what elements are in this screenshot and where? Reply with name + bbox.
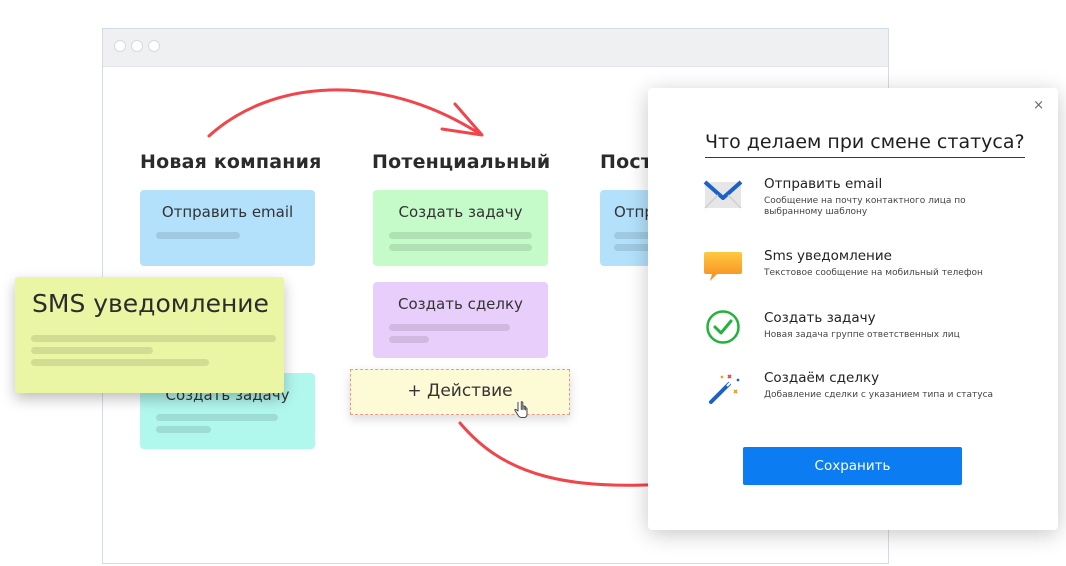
card-create-task[interactable]: Создать задачу [373, 190, 548, 266]
add-action-label: + Действие [407, 381, 513, 401]
add-action-button[interactable]: + Действие [350, 369, 570, 415]
browser-titlebar [103, 29, 888, 67]
dragged-sms-card[interactable]: SMS уведомление [15, 277, 284, 393]
placeholder-line [156, 414, 278, 421]
placeholder-line [389, 336, 429, 343]
card-label: Создать задачу [398, 203, 523, 221]
placeholder-line [31, 335, 276, 342]
modal-title: Что делаем при смене статуса? [705, 131, 1025, 158]
envelope-icon [703, 180, 743, 209]
card-label: Отпр [614, 203, 654, 221]
option-description: Сообщение на почту контактного лица по в… [764, 196, 966, 217]
option-create-task[interactable]: Создать задачу Новая задача группе ответ… [703, 310, 1033, 360]
placeholder-line [31, 347, 153, 354]
option-description: Новая задача группе ответственных лиц [764, 330, 960, 340]
close-icon[interactable]: × [1033, 98, 1044, 113]
window-dot-2 [131, 40, 143, 52]
option-title: Создаём сделку [764, 370, 880, 386]
card-label: Создать сделку [398, 295, 523, 313]
window-dot-1 [114, 40, 126, 52]
option-title: Sms уведомление [764, 248, 892, 264]
placeholder-line [156, 232, 240, 239]
option-sms[interactable]: Sms уведомление Текстовое сообщение на м… [703, 248, 1033, 298]
window-dot-3 [148, 40, 160, 52]
check-circle-icon [706, 310, 740, 344]
card-send-email[interactable]: Отправить email [140, 190, 315, 266]
placeholder-line [389, 232, 532, 239]
save-button[interactable]: Сохранить [743, 447, 962, 485]
placeholder-line [614, 232, 660, 239]
chat-bubble-icon [704, 252, 742, 281]
option-create-deal[interactable]: Создаём сделку Добавление сделки с указа… [703, 370, 1033, 420]
card-create-deal[interactable]: Создать сделку [373, 282, 548, 358]
placeholder-line [156, 426, 211, 433]
option-title: Отправить email [764, 176, 883, 192]
option-description: Текстовое сообщение на мобильный телефон [764, 268, 983, 278]
card-label: SMS уведомление [32, 289, 269, 318]
column-title-potential: Потенциальный [372, 151, 551, 173]
column-title-new-company: Новая компания [140, 151, 322, 173]
status-change-modal: × Что делаем при смене статуса? Отправит… [648, 88, 1058, 530]
card-label: Отправить email [161, 203, 294, 221]
placeholder-line [31, 359, 209, 366]
column-title-partial: Пост [600, 151, 653, 173]
hand-cursor-icon [514, 401, 528, 418]
option-send-email[interactable]: Отправить email Сообщение на почту конта… [703, 176, 1033, 226]
option-description: Добавление сделки с указанием типа и ста… [764, 390, 994, 400]
placeholder-line [389, 244, 532, 251]
magic-wand-icon [709, 374, 740, 404]
option-title: Создать задачу [764, 310, 876, 326]
placeholder-line [389, 324, 510, 331]
placeholder-line [614, 244, 660, 251]
